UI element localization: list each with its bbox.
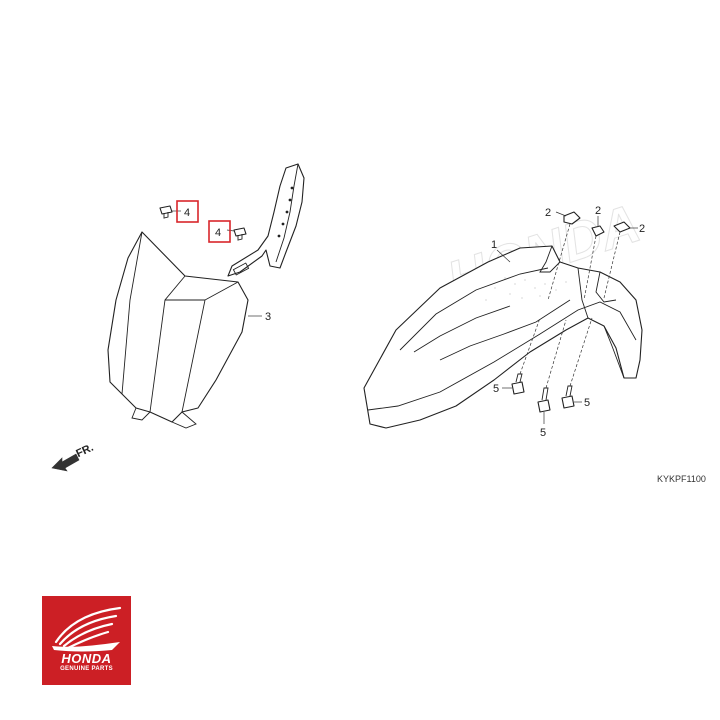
callout-nut-b: 2 [595, 205, 601, 217]
bolt-5a-drawing [502, 317, 541, 395]
screw-4b-drawing [226, 227, 247, 241]
front-fender-drawing: HONDA [363, 193, 648, 429]
honda-wing-icon [52, 606, 122, 652]
logo-brand-text: HONDA [61, 651, 112, 666]
nut-2b-drawing [583, 216, 605, 301]
callout-nut-c: 2 [639, 223, 645, 235]
honda-genuine-parts-logo: HONDA GENUINE PARTS [42, 596, 131, 685]
callout-number-plate: 3 [265, 311, 271, 323]
bolt-5c-drawing [561, 317, 593, 409]
nut-2c-drawing [603, 221, 638, 299]
highlight-box-4b [208, 220, 231, 243]
callout-nut-a: 2 [545, 207, 551, 219]
front-direction-label: FR. [74, 442, 95, 460]
callout-screw-a: 4 [184, 207, 190, 219]
callout-bolt-b: 5 [540, 427, 546, 439]
nut-2a-drawing [547, 211, 581, 301]
callout-bolt-c: 5 [584, 397, 590, 409]
screw-4a-drawing [159, 205, 181, 219]
callout-front-fender: 1 [491, 239, 497, 251]
number-plate-drawing [107, 163, 305, 429]
bolt-5b-drawing [537, 319, 567, 424]
front-direction-arrow-icon [51, 453, 80, 472]
callout-bolt-a: 5 [493, 383, 499, 395]
callout-screw-b: 4 [215, 227, 221, 239]
logo-tagline-text: GENUINE PARTS [60, 666, 113, 672]
diagram-code: KYKPF1100 [657, 474, 706, 484]
highlight-box-4a [176, 200, 199, 223]
